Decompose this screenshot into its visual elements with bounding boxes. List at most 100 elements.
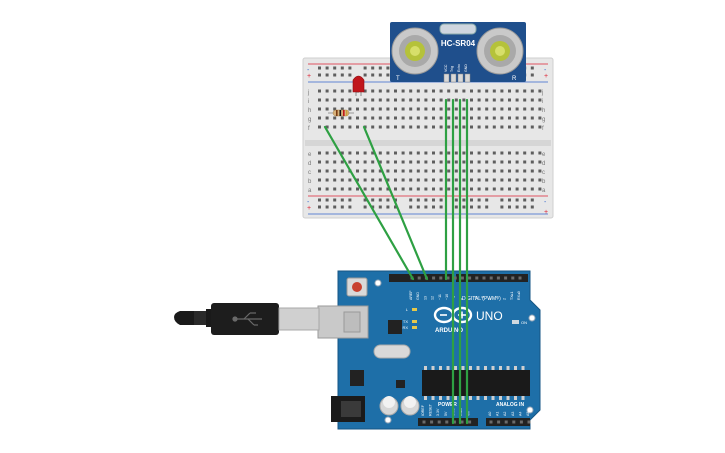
breadboard-hole[interactable] xyxy=(401,116,405,120)
breadboard-hole[interactable] xyxy=(477,187,481,191)
breadboard-hole[interactable] xyxy=(500,187,504,191)
breadboard-hole[interactable] xyxy=(432,89,435,93)
breadboard-hole[interactable] xyxy=(424,98,428,102)
breadboard-hole[interactable] xyxy=(363,151,367,155)
rail-hole[interactable] xyxy=(432,205,435,209)
header-pin[interactable] xyxy=(527,420,531,424)
digital-header[interactable] xyxy=(389,274,528,282)
breadboard-hole[interactable] xyxy=(378,107,382,111)
breadboard-hole[interactable] xyxy=(371,125,375,129)
rail-hole[interactable] xyxy=(477,198,481,202)
breadboard-hole[interactable] xyxy=(348,107,352,111)
breadboard-hole[interactable] xyxy=(378,151,382,155)
breadboard-hole[interactable] xyxy=(485,169,489,173)
breadboard-hole[interactable] xyxy=(416,98,420,102)
breadboard-hole[interactable] xyxy=(492,89,496,93)
breadboard-hole[interactable] xyxy=(500,151,504,155)
breadboard-hole[interactable] xyxy=(462,116,466,120)
breadboard-hole[interactable] xyxy=(492,98,496,102)
breadboard-hole[interactable] xyxy=(378,116,382,120)
breadboard-hole[interactable] xyxy=(401,98,405,102)
breadboard-hole[interactable] xyxy=(340,89,344,93)
breadboard-hole[interactable] xyxy=(363,160,367,164)
breadboard-hole[interactable] xyxy=(386,178,390,182)
breadboard-hole[interactable] xyxy=(508,151,511,155)
header-pin[interactable] xyxy=(468,276,472,280)
resistor[interactable] xyxy=(328,109,354,117)
breadboard-hole[interactable] xyxy=(485,89,489,93)
breadboard-hole[interactable] xyxy=(371,151,375,155)
breadboard-hole[interactable] xyxy=(432,178,435,182)
analog-header[interactable] xyxy=(486,418,531,426)
breadboard-hole[interactable] xyxy=(538,169,542,173)
header-pin[interactable] xyxy=(475,276,479,280)
breadboard-hole[interactable] xyxy=(416,89,420,93)
header-pin[interactable] xyxy=(439,276,443,280)
breadboard-hole[interactable] xyxy=(371,160,375,164)
breadboard-hole[interactable] xyxy=(394,107,397,111)
breadboard-hole[interactable] xyxy=(409,187,413,191)
breadboard-hole[interactable] xyxy=(454,98,458,102)
breadboard-hole[interactable] xyxy=(409,178,413,182)
breadboard-hole[interactable] xyxy=(477,89,481,93)
breadboard-hole[interactable] xyxy=(401,151,405,155)
breadboard-hole[interactable] xyxy=(424,160,428,164)
breadboard-hole[interactable] xyxy=(394,187,397,191)
breadboard-hole[interactable] xyxy=(470,178,473,182)
rail-hole[interactable] xyxy=(424,198,428,202)
breadboard-hole[interactable] xyxy=(447,160,451,164)
breadboard-hole[interactable] xyxy=(470,169,473,173)
breadboard-hole[interactable] xyxy=(470,187,473,191)
breadboard-hole[interactable] xyxy=(394,98,397,102)
breadboard-hole[interactable] xyxy=(530,107,534,111)
rail-hole[interactable] xyxy=(508,198,511,202)
rail-hole[interactable] xyxy=(386,66,390,70)
breadboard-hole[interactable] xyxy=(318,169,321,173)
breadboard-hole[interactable] xyxy=(515,116,519,120)
breadboard-hole[interactable] xyxy=(363,107,367,111)
breadboard-hole[interactable] xyxy=(530,151,534,155)
header-pin[interactable] xyxy=(452,420,456,424)
breadboard-hole[interactable] xyxy=(508,187,511,191)
rail-hole[interactable] xyxy=(378,205,382,209)
breadboard-hole[interactable] xyxy=(340,178,344,182)
breadboard-hole[interactable] xyxy=(523,125,527,129)
breadboard-hole[interactable] xyxy=(386,107,390,111)
breadboard-hole[interactable] xyxy=(432,107,435,111)
breadboard-hole[interactable] xyxy=(378,178,382,182)
breadboard-hole[interactable] xyxy=(439,178,443,182)
breadboard-hole[interactable] xyxy=(416,178,420,182)
breadboard-hole[interactable] xyxy=(386,187,390,191)
breadboard-hole[interactable] xyxy=(500,160,504,164)
breadboard-hole[interactable] xyxy=(401,160,405,164)
breadboard-hole[interactable] xyxy=(492,187,496,191)
breadboard-hole[interactable] xyxy=(318,98,321,102)
breadboard-hole[interactable] xyxy=(363,116,367,120)
rail-hole[interactable] xyxy=(348,73,352,77)
breadboard-hole[interactable] xyxy=(409,89,413,93)
jumper-wire-1[interactable] xyxy=(323,125,415,281)
breadboard-hole[interactable] xyxy=(409,98,413,102)
breadboard-hole[interactable] xyxy=(485,151,489,155)
breadboard-hole[interactable] xyxy=(394,160,397,164)
rail-hole[interactable] xyxy=(508,205,511,209)
rail-hole[interactable] xyxy=(325,205,329,209)
breadboard-hole[interactable] xyxy=(333,169,337,173)
rail-hole[interactable] xyxy=(416,198,420,202)
breadboard-hole[interactable] xyxy=(394,116,397,120)
breadboard-hole[interactable] xyxy=(508,89,511,93)
breadboard-hole[interactable] xyxy=(439,151,443,155)
rail-hole[interactable] xyxy=(318,198,321,202)
breadboard-hole[interactable] xyxy=(454,125,458,129)
breadboard-hole[interactable] xyxy=(500,178,504,182)
breadboard-hole[interactable] xyxy=(318,187,321,191)
rail-hole[interactable] xyxy=(416,205,420,209)
breadboard-hole[interactable] xyxy=(356,160,359,164)
breadboard-hole[interactable] xyxy=(538,151,542,155)
breadboard-hole[interactable] xyxy=(538,98,542,102)
jumper-wire-2[interactable] xyxy=(362,125,429,281)
breadboard-hole[interactable] xyxy=(454,160,458,164)
breadboard-hole[interactable] xyxy=(470,116,473,120)
breadboard-hole[interactable] xyxy=(356,169,359,173)
breadboard-hole[interactable] xyxy=(454,116,458,120)
